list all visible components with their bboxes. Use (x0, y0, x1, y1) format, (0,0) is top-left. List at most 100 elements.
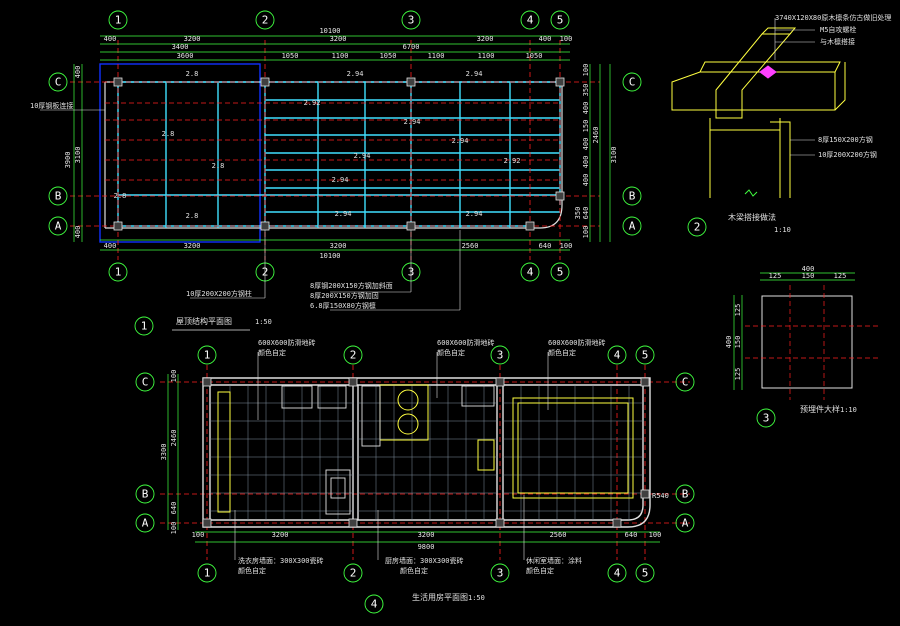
dim-text: 3600 (177, 52, 194, 60)
dim-text: 1100 (332, 52, 349, 60)
p4-axis-3-bottom: 3 (497, 567, 504, 580)
note-steel-column: 10厚200X200方钢 (818, 150, 877, 159)
plan4-number: 4 (371, 598, 378, 611)
p4-axis-1-top: 1 (204, 349, 211, 362)
dim-text: 400 (582, 156, 590, 169)
dim-text: 350 (582, 84, 590, 97)
axis-4-top: 4 (527, 14, 534, 27)
dim-text: 1100 (478, 52, 495, 60)
level-text: 2.8 (162, 130, 175, 138)
furniture (217, 384, 634, 513)
dim-total-bottom: 10100 (319, 252, 340, 260)
dim-text: 125 (769, 272, 782, 280)
level-text: 2.92 (504, 157, 521, 165)
steel-members (117, 81, 561, 228)
dim-text: 400 (582, 138, 590, 151)
note-purlin: 6.8厚150X80方钢檩 (310, 301, 376, 310)
dim-text: 100 (170, 522, 178, 535)
p4-axis-b-right: B (682, 488, 689, 501)
level-text: 2.8 (114, 192, 127, 200)
p4-note-wall-2b: 颜色自定 (400, 566, 428, 575)
dimension-lines (73, 35, 611, 251)
floor-tiles (210, 385, 643, 520)
dim-text: 400 (104, 35, 117, 43)
embed-plate-detail: 400 125 150 125 400 125 150 125 3 预埋件大样 … (725, 265, 880, 428)
axis-c-right: C (629, 76, 636, 89)
dim-text: 400 (74, 226, 82, 239)
dim-text: 100 (582, 226, 590, 239)
p4-note-tile-3b: 颜色自定 (548, 348, 576, 357)
dim-text: 150 (582, 120, 590, 133)
note-steel-beam: 8厚150X200方钢 (818, 135, 873, 144)
level-text: 2.94 (332, 176, 349, 184)
dim-text: 1050 (282, 52, 299, 60)
p4-axis-a-left: A (142, 517, 149, 530)
dim-text: 400 (539, 35, 552, 43)
level-text: 2.8 (186, 70, 199, 78)
level-text: 2.94 (335, 210, 352, 218)
axis-a-right: A (629, 220, 636, 233)
dim-text: 150 (802, 272, 815, 280)
p4-axis-c-right: C (682, 376, 689, 389)
embed-plate (761, 295, 853, 389)
dim-text: 1100 (428, 52, 445, 60)
level-text: 2.92 (304, 99, 321, 107)
p4-axis-3-top: 3 (497, 349, 504, 362)
roof-outline (105, 81, 563, 229)
dim-text: 2460 (592, 127, 600, 144)
axis-c-left: C (55, 76, 62, 89)
dim-text: 3200 (418, 531, 435, 539)
axis-1-top: 1 (115, 14, 122, 27)
dim-text: 6700 (403, 43, 420, 51)
level-text: 2.94 (466, 210, 483, 218)
axis-b-right: B (629, 190, 636, 203)
radius-label: R540 (652, 492, 669, 500)
dim-text: 3100 (74, 147, 82, 164)
p4-note-wall-3: 休闲室墙面：涂料 (526, 556, 582, 565)
dim-total-top: 10100 (319, 27, 340, 35)
p4-axis-4-top: 4 (614, 349, 621, 362)
dim-text: 100 (582, 64, 590, 77)
p4-note-wall-1: 洗衣房墙面：300X300瓷砖 (238, 556, 324, 565)
p4-note-tile-2b: 颜色自定 (437, 348, 465, 357)
roof-structure-plan: 1 2 3 4 5 1 2 3 4 5 C B A C B A 10100 40… (30, 10, 642, 336)
dim-text: 1050 (380, 52, 397, 60)
p4-axis-5-top: 5 (642, 349, 649, 362)
detail2-scale: 1:10 (774, 226, 791, 234)
dim-text: 100 (560, 35, 573, 43)
p4-axis-1-bottom: 1 (204, 567, 211, 580)
plan1-scale: 1:50 (255, 318, 272, 326)
dim-text: 2560 (462, 242, 479, 250)
dim-text: 400 (725, 336, 733, 349)
axis-5-top: 5 (557, 14, 564, 27)
dim-text: 3200 (272, 531, 289, 539)
plan1-title: 屋顶结构平面图 (176, 316, 232, 326)
dim-text: 3400 (172, 43, 189, 51)
dim-text: 125 (834, 272, 847, 280)
dim-text: 150 (734, 336, 742, 349)
dim-text: 100 (170, 370, 178, 383)
dim-text: 400 (582, 102, 590, 115)
p4-note-tile-2: 600X600防滑地砖 (437, 338, 495, 347)
level-text: 2.94 (466, 70, 483, 78)
dim-text: 3200 (477, 35, 494, 43)
dim-text: 3900 (64, 152, 72, 169)
dim-text: 3300 (160, 444, 168, 461)
level-text: 2.94 (404, 118, 421, 126)
p4-note-tile-3: 600X600防滑地砖 (548, 338, 606, 347)
dim-text: 100 (560, 242, 573, 250)
axis-4-bottom: 4 (527, 266, 534, 279)
dim-text: 3200 (330, 242, 347, 250)
p4-axis-2-top: 2 (350, 349, 357, 362)
level-text: 2.94 (354, 152, 371, 160)
level-text: 2.94 (347, 70, 364, 78)
axis-1-bottom: 1 (115, 266, 122, 279)
axis-3-top: 3 (408, 14, 415, 27)
dim-text: 640 (170, 502, 178, 515)
dim-text: 1050 (526, 52, 543, 60)
p4-note-wall-2: 厨房墙面：300X300瓷砖 (385, 556, 464, 565)
p4-axis-5-bottom: 5 (642, 567, 649, 580)
fixtures (281, 385, 495, 515)
p4-note-wall-1b: 颜色自定 (238, 566, 266, 575)
